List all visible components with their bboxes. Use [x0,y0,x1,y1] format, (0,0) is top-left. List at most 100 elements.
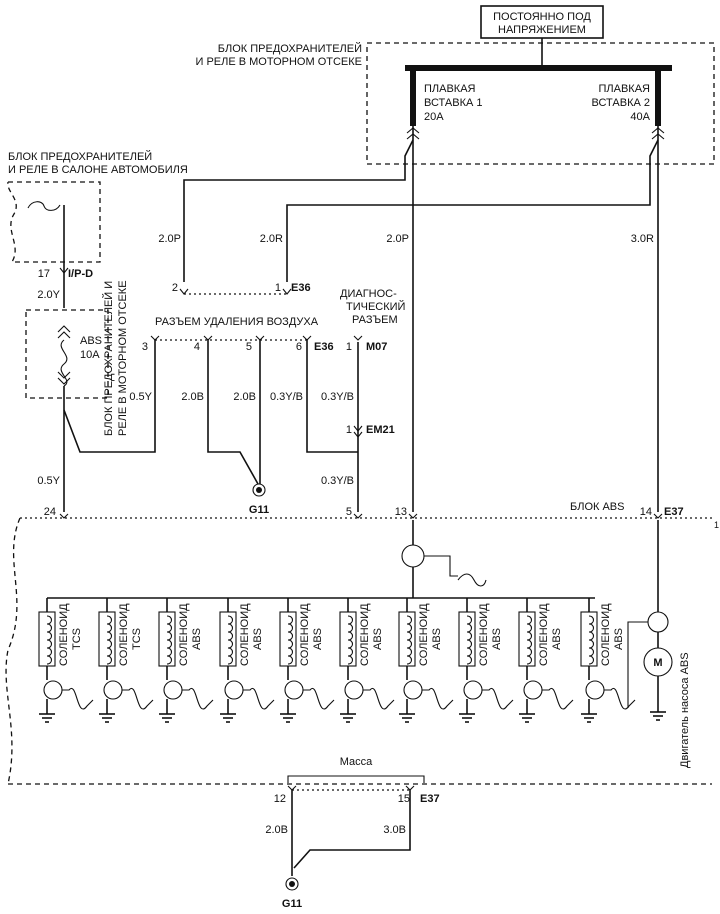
solenoid-type: ABS [191,628,203,650]
connector-label: M07 [366,341,387,353]
power-label-line1: ПОСТОЯННО ПОД [493,11,591,23]
motor-label: Двигатель насоса ABS [679,652,691,768]
engine-box-label-line1: БЛОК ПРЕДОХРАНИТЕЛЕЙ [218,42,362,55]
wire-label: 0.5Y [37,475,60,487]
connector-label: G11 [282,898,302,910]
wire-0-3yb-a [306,340,358,453]
fusible2-line1: ПЛАВКАЯ [599,83,651,95]
ground-label: Масса [340,756,373,768]
abs-fuse-rating: 10A [80,349,100,361]
wire-label: 0.3Y/B [321,391,354,403]
driver-transistor [585,680,605,700]
solenoid-type: ABS [431,628,443,650]
driver-transistor [163,680,183,700]
connector-label: EM21 [366,424,395,436]
solenoid-type: ABS [372,628,384,650]
wire-label: 2.0P [158,233,181,245]
valve-relay-transistor [401,520,487,598]
solenoid-label: СОЛЕНОИД [359,603,371,666]
fusible1-line1: ПЛАВКАЯ [424,83,476,95]
solenoid-type: ABS [491,628,503,650]
solenoid-label: СОЛЕНОИД [118,603,130,666]
engine-box-vertical-line2: РЕЛЕ В МОТОРНОМ ОТСЕКЕ [117,280,129,436]
solenoid-coil [580,611,598,667]
solenoid-label: СОЛЕНОИД [178,603,190,666]
connector-e36-top: 2 1 E36 [172,282,311,295]
pin-label: 1 [714,520,719,530]
solenoid-label: СОЛЕНОИД [478,603,490,666]
connector-label: E37 [420,793,440,805]
diag-line1: ДИАГНОС- [340,288,397,300]
solenoid-type: ABS [551,628,563,650]
wire-label: 2.0R [260,233,283,245]
solenoid-label: СОЛЕНОИД [299,603,311,666]
solenoid-label: СОЛЕНОИД [418,603,430,666]
driver-transistor [103,680,123,700]
pin-label: 5 [246,341,252,353]
engine-box-vertical-line1: БЛОК ПРЕДОХРАНИТЕЛЕЙ И [102,281,115,436]
abs-fuse-symbol [60,339,68,387]
pin-label: 17 [38,268,50,280]
wire-label: 2.0P [386,233,409,245]
connector-label: E36 [291,282,311,294]
driver-transistor [403,680,423,700]
solenoid-coil [458,611,476,667]
connector-label: G11 [249,504,269,516]
ground-g11-top: G11 [249,483,269,516]
driver-transistor [523,680,543,700]
wire-label: 0.5Y [129,391,152,403]
solenoid-coil [219,611,237,667]
connector-label: E37 [664,506,684,518]
solenoid-coil [158,611,176,667]
pin-label: 24 [44,506,56,518]
fuse-symbol [27,201,61,211]
diagnostic-connector: ДИАГНОС- ТИЧЕСКИЙ РАЗЪЕМ 1 M07 [340,288,405,353]
connector-label: I/P-D [68,268,93,280]
wire-label: 0.3Y/B [270,391,303,403]
driver-transistor [224,680,244,700]
pin-label: 5 [346,506,352,518]
wire-0-5y-branch [63,340,156,453]
pin-label: 2 [172,282,178,294]
wire-label: 3.0R [631,233,654,245]
wire-label: 2.0B [265,824,288,836]
connector-label: E36 [314,341,334,353]
driver-transistor [284,680,304,700]
solenoid-coil [398,611,416,667]
ground-section: Масса 12 15 E37 2.0B 3.0B G11 [265,756,439,910]
pin-label: 15 [398,793,410,805]
pin-label: 12 [274,793,286,805]
power-supply-box: ПОСТОЯННО ПОД НАПРЯЖЕНИЕМ [480,5,604,39]
engine-box-label-line2: И РЕЛЕ В МОТОРНОМ ОТСЕКЕ [196,56,363,68]
fusible-link-2: ПЛАВКАЯ ВСТАВКА 2 40A [592,70,661,126]
pin-label: 3 [142,341,148,353]
motor-symbol: M [653,657,662,669]
pump-motor: M Двигатель насоса ABS [627,520,691,768]
wire-label: 2.0B [233,391,256,403]
pin-label: 4 [194,341,200,353]
wire-2-0b-a [207,340,259,485]
engine-fuse-box-left: ABS 10A БЛОК ПРЕДОХРАНИТЕЛЕЙ И РЕЛЕ В МО… [25,280,129,436]
solenoid-type: ABS [613,628,625,650]
solenoid-type: ABS [312,628,324,650]
diag-line3: РАЗЪЕМ [352,314,398,326]
power-label-line2: НАПРЯЖЕНИЕМ [498,24,586,36]
cabin-fuse-box: БЛОК ПРЕДОХРАНИТЕЛЕЙ И РЕЛЕ В САЛОНЕ АВТ… [7,150,188,263]
solenoid-label: СОЛЕНОИД [239,603,251,666]
wire-label: 0.3Y/B [321,475,354,487]
solenoid-coil [339,611,357,667]
solenoid-coil [279,611,297,667]
wire-label: 3.0B [383,824,406,836]
solenoid-label: СОЛЕНОИД [58,603,70,666]
solenoid-coil [518,611,536,667]
driver-transistor [43,680,63,700]
wire-label: 2.0Y [37,289,60,301]
bleed-connector: РАЗЪЕМ УДАЛЕНИЯ ВОЗДУХА 3 4 5 6 E36 [142,316,334,353]
